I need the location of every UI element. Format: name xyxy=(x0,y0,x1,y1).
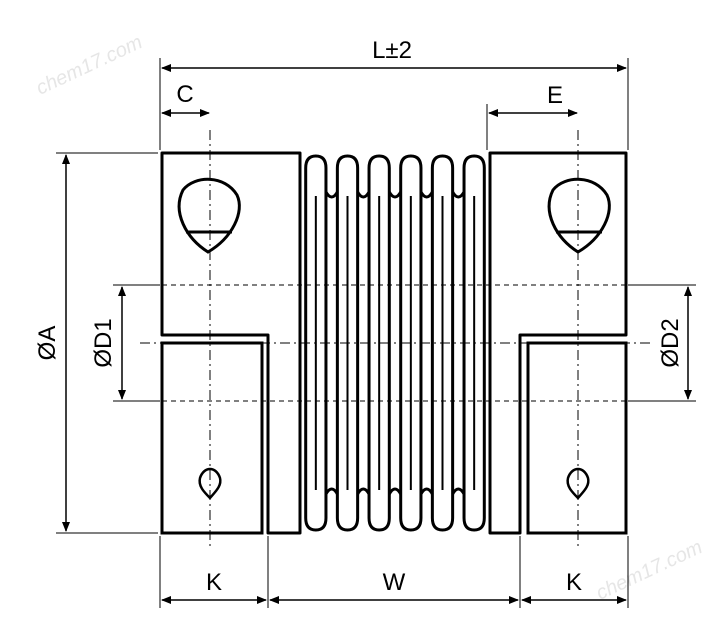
k-right-label: K xyxy=(566,569,582,596)
overall-length-label: L±2 xyxy=(372,37,412,64)
bellows-convolution xyxy=(430,154,455,532)
right-hub-screw-hole xyxy=(547,177,611,254)
right-clamp-slot-hole xyxy=(566,467,590,500)
bellows-valley-top xyxy=(324,191,339,199)
bellows-valley-bottom xyxy=(387,487,403,495)
left-hub-screw-hole xyxy=(177,177,241,254)
bellows-valley-top xyxy=(356,191,371,199)
center-lines xyxy=(140,130,650,550)
bellows-valley-top xyxy=(419,191,434,199)
k-left-label: K xyxy=(206,569,222,596)
dimension-lines xyxy=(62,64,692,604)
outer-diameter-label: ØA xyxy=(34,326,61,361)
bellows-valley-bottom xyxy=(419,487,434,495)
c-label: C xyxy=(176,81,193,108)
e-label: E xyxy=(547,82,563,109)
watermark-bottom: chem17.com xyxy=(593,536,706,604)
extension-lines xyxy=(56,58,696,608)
bellows-valley-bottom xyxy=(451,487,466,495)
bellows-valley-bottom xyxy=(324,487,339,495)
bore-1-label: ØD1 xyxy=(90,318,117,367)
bellows-convolution xyxy=(335,154,360,532)
bore-2-label: ØD2 xyxy=(657,318,684,367)
left-clamp-slot-hole xyxy=(198,467,222,500)
bellows-valley-top xyxy=(451,191,466,199)
bellows-valley-top xyxy=(387,191,403,199)
bellows-valley-bottom xyxy=(356,487,371,495)
right-hub xyxy=(488,151,628,535)
w-label: W xyxy=(383,569,406,596)
watermark-top: chem17.com xyxy=(33,31,146,99)
